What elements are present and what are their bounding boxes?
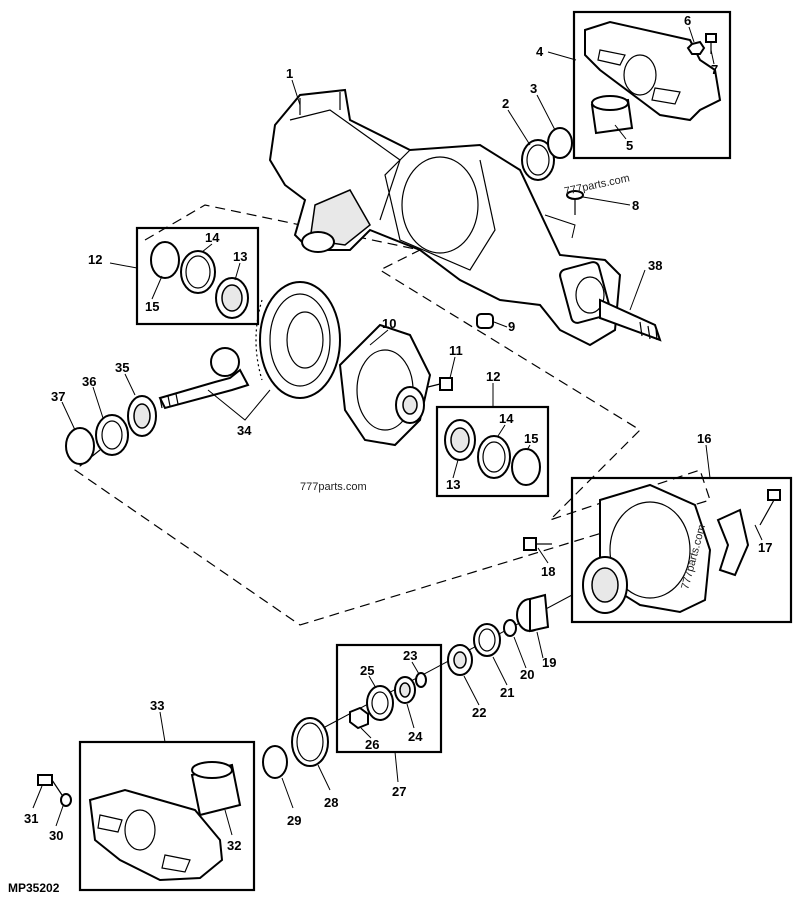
callout-34: 34 <box>237 423 252 438</box>
callout-37: 37 <box>51 389 65 404</box>
callout-30: 30 <box>49 828 63 843</box>
callout-21: 21 <box>500 685 514 700</box>
bearing-13-left <box>215 277 249 319</box>
bolt-18 <box>523 537 552 551</box>
kit-box-33 <box>78 740 256 892</box>
shim-37 <box>65 427 95 465</box>
axle-housing <box>268 88 662 347</box>
bearing-24 <box>394 676 416 704</box>
bearing-13-right <box>444 419 476 461</box>
callout-13-right: 13 <box>446 477 460 492</box>
callout-22: 22 <box>472 705 486 720</box>
callout-18: 18 <box>541 564 555 579</box>
callout-38: 38 <box>648 258 662 273</box>
plug-3 <box>547 127 573 159</box>
seal-ring-2 <box>521 139 555 181</box>
callout-6: 6 <box>684 13 691 28</box>
callout-10: 10 <box>382 316 396 331</box>
callout-25: 25 <box>360 663 374 678</box>
callout-24: 24 <box>408 729 423 744</box>
ring-23 <box>415 672 427 688</box>
callout-11: 11 <box>449 343 463 358</box>
callout-12-left: 12 <box>88 252 102 267</box>
seal-25 <box>366 685 394 721</box>
axle-support-bracket-4 <box>584 20 722 122</box>
callout-20: 20 <box>520 667 534 682</box>
callout-2: 2 <box>502 96 509 111</box>
kit-box-12-left <box>135 226 260 326</box>
callout-28: 28 <box>324 795 338 810</box>
bushing-5 <box>590 95 634 135</box>
shim-15-left <box>150 241 180 279</box>
callout-4: 4 <box>536 44 544 59</box>
leader-lines <box>32 26 763 836</box>
callout-8: 8 <box>632 198 639 213</box>
watermark-top: 777parts.com <box>563 172 631 198</box>
sleeve-19 <box>516 593 550 633</box>
callout-5: 5 <box>626 138 633 153</box>
vent-fitting-8 <box>544 190 584 239</box>
callout-16: 16 <box>697 431 711 446</box>
callout-19: 19 <box>542 655 556 670</box>
callout-14-left: 14 <box>205 230 220 245</box>
callout-17: 17 <box>758 540 772 555</box>
ring-gear-10 <box>255 281 341 399</box>
callout-3: 3 <box>530 81 537 96</box>
differential-case-10 <box>338 323 432 447</box>
shim-15-right <box>511 448 541 486</box>
axle-support-bracket-33 <box>88 788 224 882</box>
callout-33: 33 <box>150 698 164 713</box>
callout-15-right: 15 <box>524 431 538 446</box>
race-36 <box>95 414 129 456</box>
final-drive-housing-16 <box>582 483 712 614</box>
kit-box-16 <box>570 476 793 624</box>
callout-32: 32 <box>227 838 241 853</box>
bearing-22 <box>447 644 473 676</box>
callout-31: 31 <box>24 811 38 826</box>
gear-ring-28 <box>291 717 329 767</box>
callout-15-left: 15 <box>145 299 159 314</box>
callout-12-right: 12 <box>486 369 500 384</box>
callout-1: 1 <box>286 66 293 81</box>
kit-box-27 <box>335 643 443 754</box>
race-14-left <box>180 250 216 294</box>
callout-13-left: 13 <box>233 249 247 264</box>
watermark-center: 777parts.com <box>300 481 367 493</box>
callout-26: 26 <box>365 737 379 752</box>
callout-27: 27 <box>392 784 406 799</box>
callout-labels: 1 2 3 4 5 6 7 8 9 10 11 12 12 13 13 14 1… <box>24 13 772 853</box>
nut-26 <box>349 706 369 730</box>
bracket-17 <box>716 508 750 577</box>
plug-9 <box>476 313 494 329</box>
pinion-shaft-34 <box>158 347 250 410</box>
callout-9: 9 <box>508 319 515 334</box>
kit-box-4 <box>572 10 732 160</box>
bolt-17 <box>759 489 781 526</box>
reference-code: MP35202 <box>8 881 60 895</box>
callout-29: 29 <box>287 813 301 828</box>
nut-6 <box>686 40 706 55</box>
bolt-11 <box>427 377 453 391</box>
washer-30 <box>60 793 72 807</box>
callout-14-right: 14 <box>499 411 514 426</box>
bearing-35 <box>127 395 157 437</box>
snap-ring-29 <box>262 745 288 779</box>
callout-36: 36 <box>82 374 96 389</box>
bushing-32 <box>190 761 242 817</box>
callout-23: 23 <box>403 648 417 663</box>
callout-35: 35 <box>115 360 129 375</box>
callout-7: 7 <box>711 62 718 77</box>
race-14-right <box>477 435 511 479</box>
spacer-21 <box>473 623 501 657</box>
bolt-31 <box>37 774 63 796</box>
snap-ring-20 <box>503 619 517 637</box>
